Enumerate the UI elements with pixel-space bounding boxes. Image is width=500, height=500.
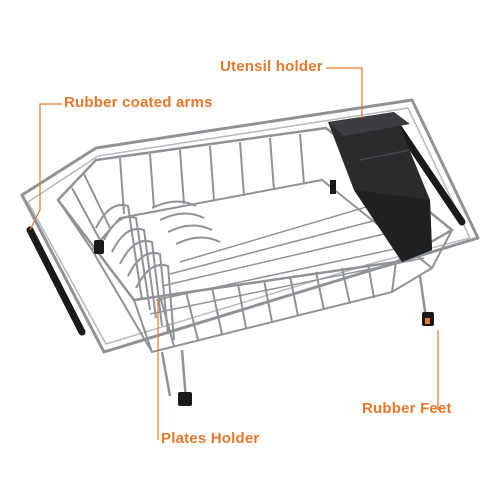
rubber-foot-right xyxy=(422,312,434,326)
rubber-arm-right xyxy=(388,114,466,226)
leader-utensil xyxy=(326,67,363,118)
rubber-arm-left xyxy=(26,226,86,336)
plates-holder-wires xyxy=(95,200,221,341)
legs xyxy=(160,275,428,401)
utensil-holder xyxy=(328,112,432,262)
callout-rubber-feet: Rubber Feet xyxy=(362,400,452,417)
callout-rubber-coated-arms: Rubber coated arms xyxy=(64,94,213,111)
leader-arms xyxy=(29,103,62,231)
basket-body xyxy=(56,126,455,354)
rubber-foot-left xyxy=(94,240,104,254)
callout-utensil-holder: Utensil holder xyxy=(220,58,323,75)
callout-plates-holder: Plates Holder xyxy=(161,430,260,447)
outer-frame xyxy=(20,98,480,354)
callout-leaders xyxy=(29,67,439,440)
rubber-foot-front xyxy=(178,392,192,406)
